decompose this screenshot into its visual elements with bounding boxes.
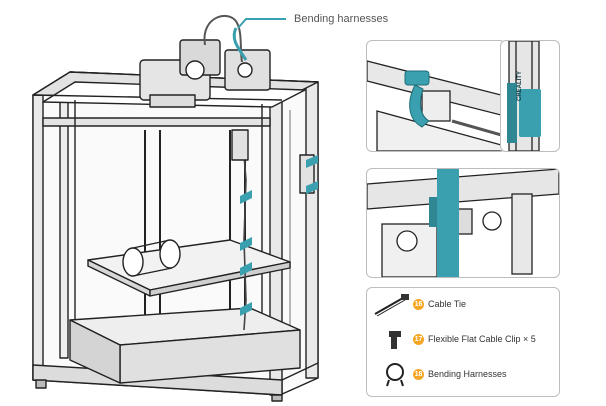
detail-panel-pillar-clips <box>366 168 560 278</box>
bending-harnesses-callout: Bending harnesses <box>294 13 389 25</box>
label-cable-tie: Cable Tie <box>428 299 467 309</box>
cable-clip-icon <box>389 331 401 349</box>
parts-legend: 16 Cable Tie 17 Flexible Flat Cable Clip… <box>366 287 560 397</box>
harness-routing-detail <box>367 60 505 151</box>
detail-panel-harness-routing <box>366 40 506 152</box>
cable-tie-icon <box>374 294 409 317</box>
pillar-clips-detail <box>367 169 559 277</box>
legend-item-bending-harness: 18 Bending Harnesses <box>367 360 559 390</box>
label-bending-harness: Bending Harnesses <box>428 369 507 379</box>
label-cable-clip: Flexible Flat Cable Clip × 5 <box>428 334 536 344</box>
badge-16: 16 <box>413 299 424 310</box>
badge-18: 18 <box>413 369 424 380</box>
detail-panel-clip: CREALITY <box>500 40 560 152</box>
legend-item-cable-clip: 17 Flexible Flat Cable Clip × 5 <box>367 325 559 355</box>
brand-label: CREALITY <box>517 71 523 101</box>
bending-harness-icon <box>386 363 404 387</box>
legend-item-cable-tie: 16 Cable Tie <box>367 290 559 320</box>
clip-detail <box>507 41 541 151</box>
badge-17: 17 <box>413 334 424 345</box>
